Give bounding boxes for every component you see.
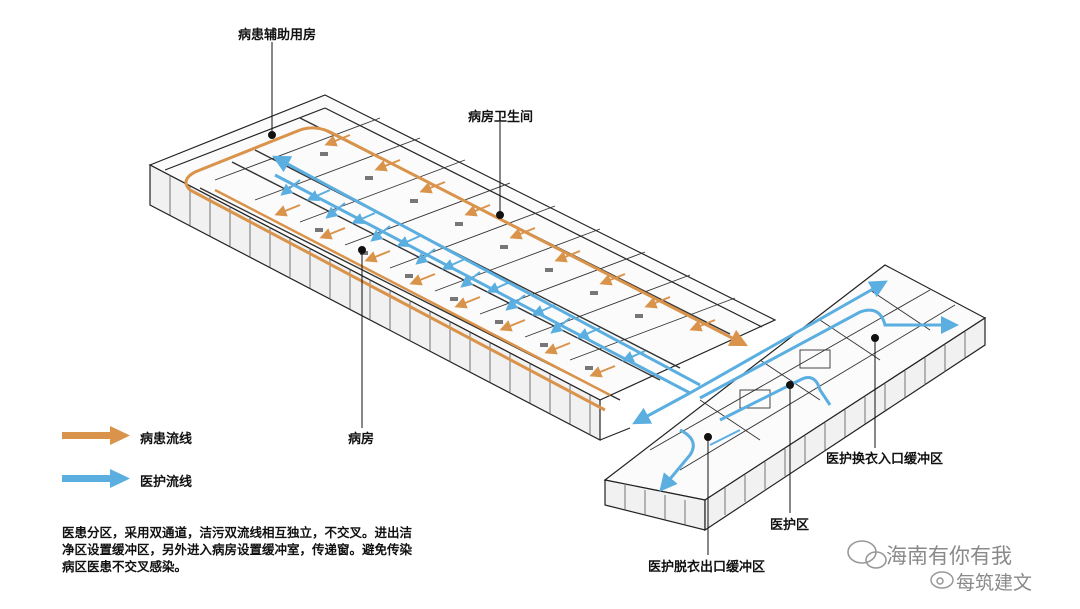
leader-lines (268, 42, 879, 555)
legend-patient-label: 病患流线 (140, 432, 193, 447)
watermark-line1: 海南有你有我 (886, 544, 1012, 568)
label-staff-exit-buffer: 医护脱衣出口缓冲区 (648, 560, 766, 575)
label-staff-area: 医护区 (770, 518, 810, 533)
patient-flow-lines (184, 126, 749, 412)
label-staff-entry-buffer: 医护换衣入口缓冲区 (826, 452, 944, 467)
description-note: 医患分区，采用双通道，洁污双流线相互独立，不交叉。进出洁净区设置缓冲区，另外进入… (62, 525, 413, 574)
legend-staff-arrow (62, 469, 130, 488)
weibo-icon (930, 571, 954, 589)
label-aux-rooms: 病患辅助用房 (238, 28, 317, 43)
label-ward-bathroom: 病房卫生间 (468, 110, 534, 125)
chat-bubble-icon (847, 540, 887, 569)
staff-flow-lines (272, 155, 959, 492)
label-ward: 病房 (348, 432, 375, 447)
watermark-line2: 每筑建文 (956, 572, 1033, 594)
legend-patient-arrow (62, 426, 130, 445)
legend-staff-label: 医护流线 (140, 475, 193, 490)
